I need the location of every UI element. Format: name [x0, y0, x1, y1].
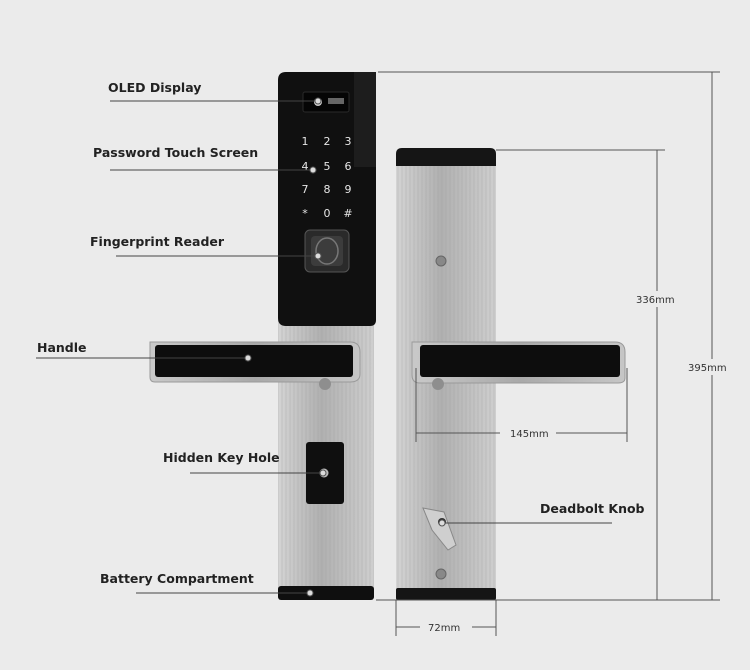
keypad-key: 1	[302, 135, 309, 148]
back-screw-bottom	[435, 568, 447, 580]
label-oled-display: OLED Display	[108, 80, 201, 95]
front-lock-panel: 1 2 3 4 5 6 7 8 9 * 0 #	[149, 72, 376, 600]
fingerprint-icon	[315, 237, 339, 265]
keypad-key: 7	[302, 183, 309, 196]
back-lock-panel	[396, 148, 626, 600]
dimension-handle-length: 145mm	[510, 429, 549, 440]
keypad-key: 4	[302, 160, 309, 173]
touch-keypad: 1 2 3 4 5 6 7 8 9 * 0 #	[302, 135, 353, 220]
dimension-lines	[376, 71, 720, 636]
keypad-key: 2	[324, 135, 331, 148]
dimension-total-height: 395mm	[688, 363, 727, 374]
oled-display-screen	[302, 91, 350, 113]
keypad-key: #	[343, 207, 352, 220]
keypad-key: 3	[345, 135, 352, 148]
dimension-width: 72mm	[428, 623, 460, 634]
leader-lines	[36, 100, 612, 594]
keypad-key: 5	[324, 160, 331, 173]
front-black-head	[278, 72, 376, 326]
keypad-key: *	[302, 207, 308, 220]
keypad-key: 9	[345, 183, 352, 196]
deadbolt-knob	[422, 507, 457, 551]
label-battery-compartment: Battery Compartment	[100, 571, 254, 586]
label-fingerprint-reader: Fingerprint Reader	[90, 234, 225, 249]
keypad-key: 6	[345, 160, 352, 173]
dimension-inner-height: 336mm	[636, 295, 675, 306]
label-password-touch-screen: Password Touch Screen	[93, 145, 258, 160]
label-hidden-key-hole: Hidden Key Hole	[163, 450, 280, 465]
label-handle: Handle	[37, 340, 87, 355]
back-screw-top	[435, 255, 447, 267]
battery-compartment	[278, 586, 374, 600]
keypad-key: 8	[324, 183, 331, 196]
keypad-key: 0	[324, 207, 331, 220]
label-deadbolt-knob: Deadbolt Knob	[540, 501, 645, 516]
